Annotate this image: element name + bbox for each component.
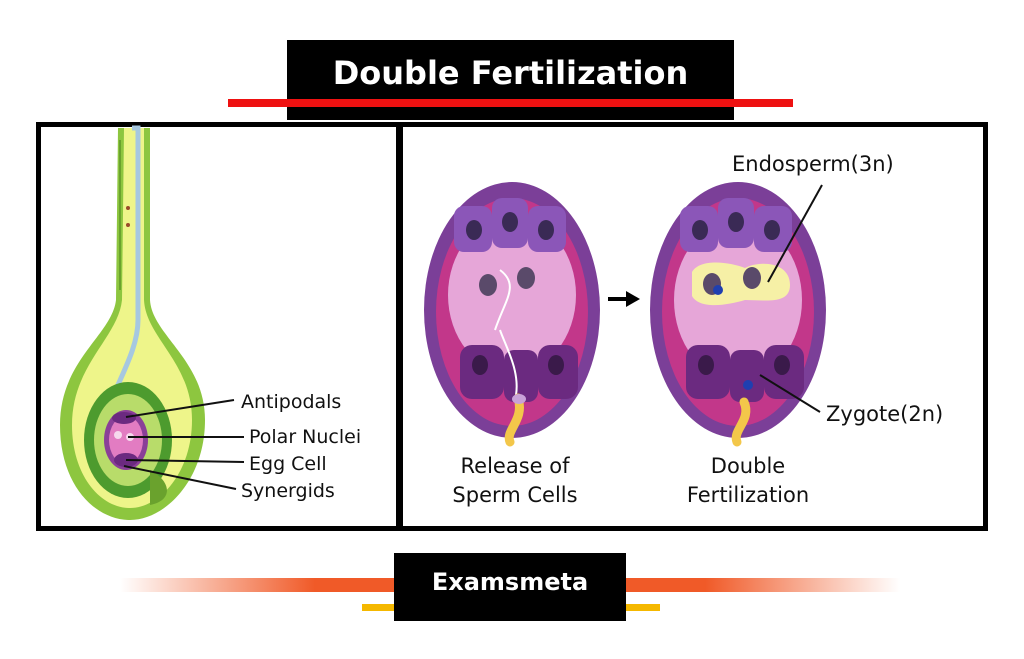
caption-release-line1: Release of bbox=[460, 454, 570, 478]
label-antipodals: Antipodals bbox=[241, 391, 342, 413]
label-polar-nuclei: Polar Nuclei bbox=[249, 426, 362, 448]
label-egg-cell: Egg Cell bbox=[249, 453, 327, 475]
embryo-sac-before bbox=[424, 182, 600, 447]
title-underline bbox=[228, 99, 793, 107]
caption-double-fertilization: Double Fertilization bbox=[663, 452, 833, 510]
caption-release-line2: Sperm Cells bbox=[452, 483, 578, 507]
embryo-sac-after bbox=[650, 182, 826, 447]
label-synergids: Synergids bbox=[241, 480, 335, 502]
caption-release-sperm: Release of Sperm Cells bbox=[430, 452, 600, 510]
arrow-icon bbox=[608, 291, 640, 307]
label-zygote: Zygote(2n) bbox=[826, 402, 944, 426]
page-title: Double Fertilization bbox=[332, 54, 689, 92]
caption-double-line1: Double bbox=[710, 454, 786, 478]
footer-brand: Examsmeta bbox=[431, 568, 589, 596]
footer-box bbox=[394, 553, 626, 621]
label-endosperm: Endosperm(3n) bbox=[732, 152, 894, 176]
caption-double-line2: Fertilization bbox=[686, 483, 810, 507]
